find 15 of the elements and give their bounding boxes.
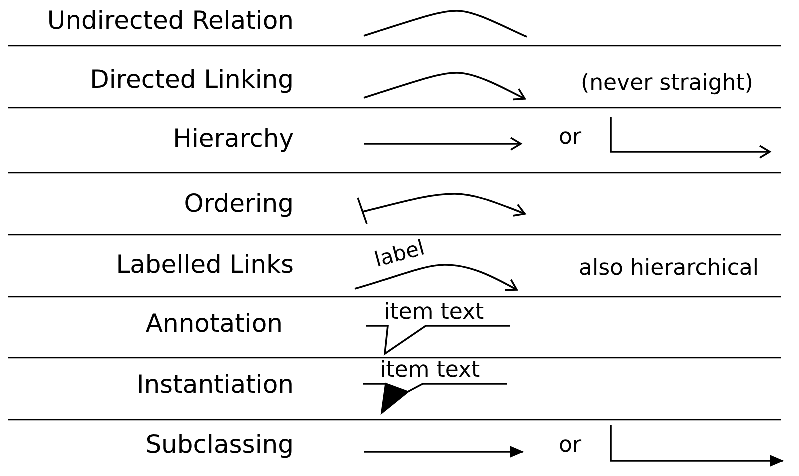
- row-heading: Subclassing: [146, 432, 294, 457]
- row-heading: Hierarchy: [173, 126, 294, 151]
- row-heading: Undirected Relation: [47, 8, 294, 33]
- note-text: or: [559, 435, 582, 457]
- item-text: item text: [384, 302, 484, 324]
- row-heading: Labelled Links: [116, 252, 294, 277]
- row-heading: Annotation: [146, 311, 283, 336]
- row-heading: Instantiation: [136, 372, 294, 397]
- item-text: item text: [380, 360, 480, 382]
- note-text: or: [559, 127, 582, 149]
- row-heading: Directed Linking: [90, 67, 294, 92]
- note-text: also hierarchical: [579, 258, 760, 280]
- note-text: (never straight): [581, 73, 754, 95]
- sample-label: label: [372, 238, 428, 271]
- row-heading: Ordering: [184, 191, 294, 216]
